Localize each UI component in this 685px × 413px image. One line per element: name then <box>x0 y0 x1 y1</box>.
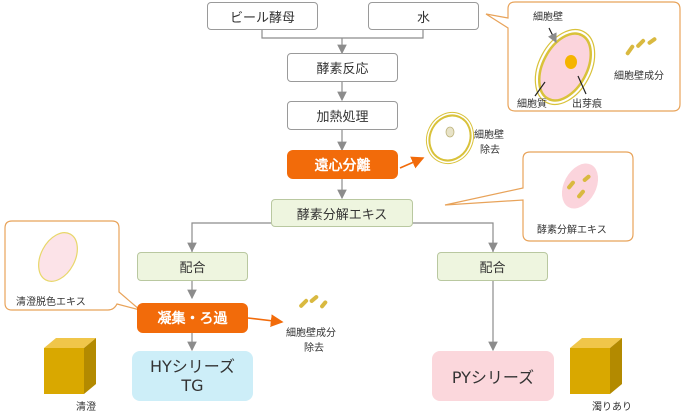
label-component-removal-1: 細胞壁成分 <box>286 328 336 339</box>
label-clear: 清澄 <box>76 402 96 413</box>
turbid-product-box-icon <box>570 338 622 394</box>
cell-wall-ring-icon <box>425 112 475 164</box>
product-py-series: PYシリーズ <box>432 351 554 401</box>
node-coagulate-filter: 凝集・ろ過 <box>137 303 248 333</box>
label-cell-wall-component: 細胞壁成分 <box>614 71 664 82</box>
node-enzyme-reaction: 酵素反応 <box>287 53 398 82</box>
label-bud-scar: 出芽痕 <box>572 99 602 110</box>
arrow-filter-out <box>247 314 284 328</box>
node-water: 水 <box>368 2 479 30</box>
node-centrifuge: 遠心分離 <box>287 150 398 179</box>
label-component-removal-2: 除去 <box>304 343 324 354</box>
label-cell-wall-removal-1: 細胞壁 <box>474 130 504 141</box>
node-beer-yeast: ビール酵母 <box>207 2 318 30</box>
node-blend-left: 配合 <box>137 252 248 281</box>
clear-cell-icon <box>38 232 78 282</box>
hy-series-label: HYシリーズ <box>149 357 235 376</box>
label-enzyme-extract: 酵素分解エキス <box>537 225 607 236</box>
arrow-centrifuge-out <box>399 156 425 169</box>
removed-fragments-icon <box>299 295 328 309</box>
node-yeast-extract: 酵素分解エキス <box>271 199 413 227</box>
cell-wall-fragments-icon <box>625 37 657 56</box>
clear-product-box-icon <box>44 338 96 394</box>
label-turbid: 濁りあり <box>592 402 632 413</box>
node-heat-treatment: 加熱処理 <box>287 101 398 130</box>
label-clear-decolor-extract: 清澄脱色エキス <box>16 297 86 308</box>
extract-cell-icon <box>561 163 599 209</box>
yeast-cell-icon <box>534 27 596 105</box>
label-cell-wall-removal-2: 除去 <box>480 145 500 156</box>
product-hy-series: HYシリーズ TG <box>132 351 253 401</box>
hy-series-sub-label: TG <box>181 376 204 395</box>
node-blend-right: 配合 <box>437 252 548 281</box>
label-cell-wall: 細胞壁 <box>533 12 563 23</box>
label-cytoplasm: 細胞質 <box>517 99 547 110</box>
